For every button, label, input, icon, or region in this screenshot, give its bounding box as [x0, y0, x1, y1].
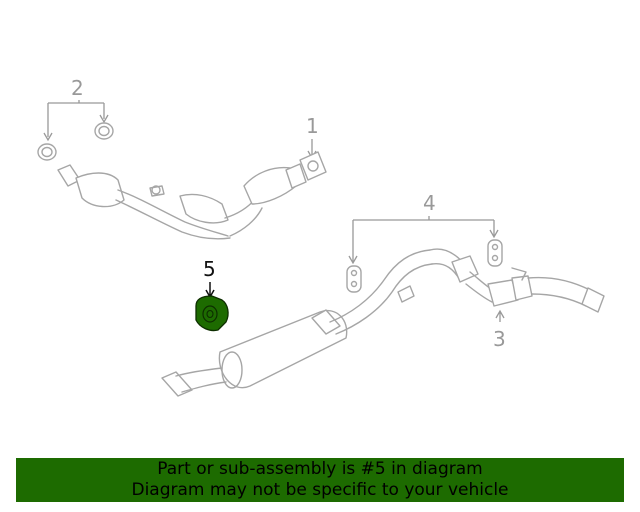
callout-1-group: 1	[57, 114, 327, 240]
gasket-left	[37, 143, 57, 161]
callout-4-group: 4	[346, 191, 503, 293]
gasket-right	[94, 122, 114, 140]
front-pipe-assembly	[57, 151, 327, 240]
callout-4-label: 4	[423, 191, 436, 215]
callout-3-leader	[495, 309, 505, 322]
hanger-right	[487, 239, 503, 267]
callout-5-leader	[205, 282, 215, 299]
callout-4-leader	[352, 216, 495, 262]
hanger-left	[346, 265, 362, 293]
callout-5-group: 5	[195, 257, 229, 332]
callout-2-group: 2	[37, 76, 114, 161]
info-banner: Part or sub-assembly is #5 in diagram Di…	[16, 458, 624, 502]
callout-3-group: 3	[493, 309, 506, 351]
callout-2-leader	[47, 100, 105, 137]
isolator-body	[195, 295, 229, 332]
banner-line-1: Part or sub-assembly is #5 in diagram	[157, 459, 483, 479]
highlighted-part-5	[195, 295, 229, 332]
callout-1-label: 1	[306, 114, 319, 138]
callout-2-label: 2	[71, 76, 84, 100]
banner-line-2: Diagram may not be specific to your vehi…	[131, 480, 509, 500]
callout-5-label: 5	[203, 257, 216, 281]
muffler-assembly	[161, 248, 605, 397]
callout-3-label: 3	[493, 327, 506, 351]
